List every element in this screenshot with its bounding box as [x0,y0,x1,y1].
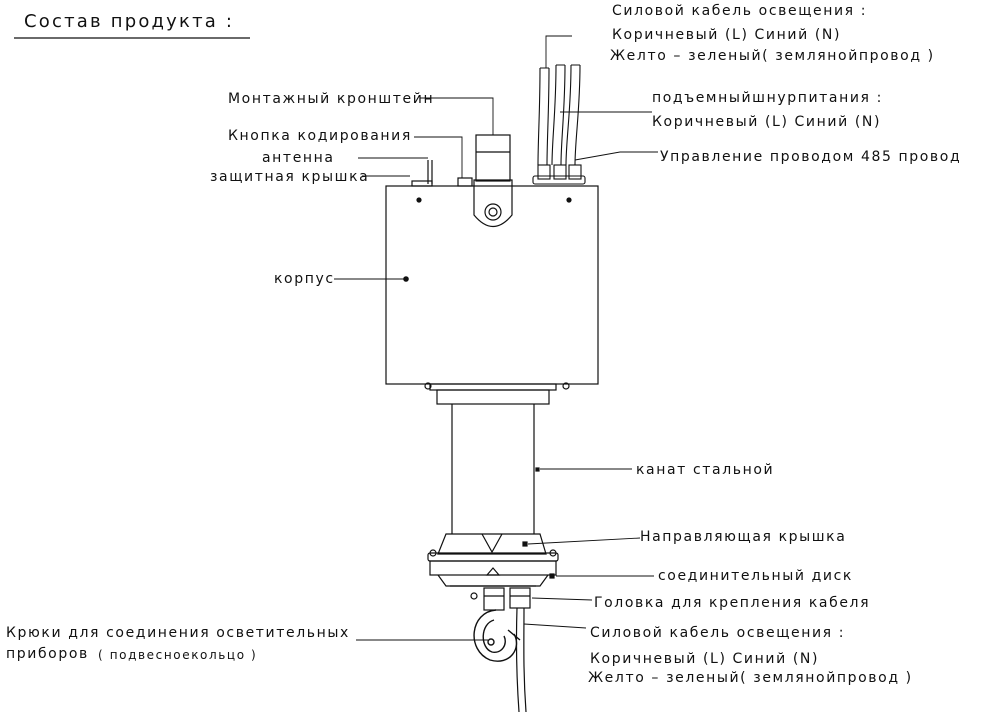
leader-lines [334,35,658,641]
label-power-cable-top-ln: Коричневый (L) Синий (N) [612,27,842,43]
label-connecting-disc: соединительный диск [658,568,853,584]
label-coding-button: Кнопка кодирования [228,128,412,144]
label-guide-cover: Направляющая крышка [640,529,847,545]
diagram-title: Состав продукта : [24,11,235,32]
label-lift-cord: подъемныйшнурпитания : [652,90,883,106]
label-power-cable-bottom-ln: Коричневый (L) Синий (N) [590,651,820,667]
label-steel-rope: канат стальной [636,462,775,478]
label-lift-cord-ln: Коричневый (L) Синий (N) [652,114,882,130]
label-power-cable-top-ground: Желто – зеленый( землянойпровод ) [610,48,935,64]
guide-cover [437,533,547,555]
mounting-bracket [473,134,513,228]
top-cables [532,64,586,185]
label-housing: корпус [274,271,335,287]
steel-rope-tube [451,404,540,534]
label-mounting-bracket: Монтажный кронштейн [228,91,435,107]
label-hooks-note: ( подвесноекольцо ) [98,648,258,662]
label-power-cable-bottom: Силовой кабель освещения : [590,625,846,641]
label-antenna: антенна [262,150,335,166]
label-power-cable-top: Силовой кабель освещения : [612,3,868,19]
label-cable-head: Головка для крепления кабеля [594,595,871,611]
label-control-485: Управление проводом 485 провод [660,149,962,165]
label-protective-cover: защитная крышка [210,169,370,185]
label-hooks-line1: Крюки для соединения осветительных [6,625,350,641]
hook [473,609,521,662]
label-power-cable-bottom-ground: Желто – зеленый( землянойпровод ) [588,670,913,686]
bottom-cable [515,607,527,712]
cable-fixing-head [470,587,531,611]
label-hooks-line2: приборов [6,646,89,662]
connecting-disc [427,549,559,587]
